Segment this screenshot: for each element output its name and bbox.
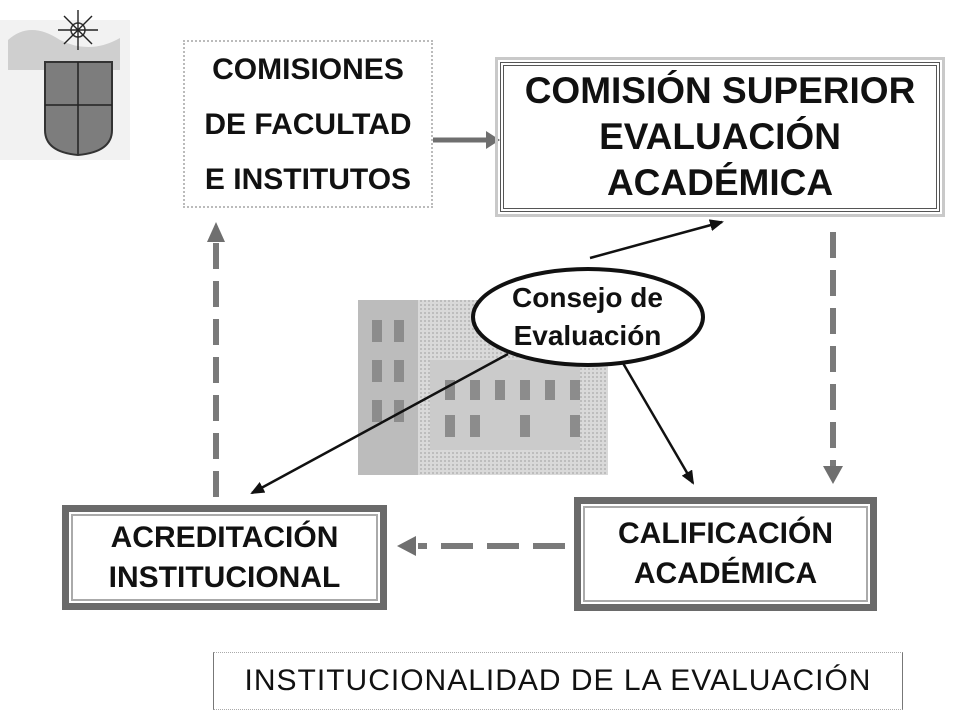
node-calificacion-line-2: ACADÉMICA <box>633 557 818 590</box>
node-consejo-evaluacion: Consejo de Evaluación <box>475 272 700 362</box>
node-comisiones-facultad: COMISIONES DE FACULTAD E INSTITUTOS <box>183 40 433 208</box>
arrow-superior-to-calificacion <box>823 232 843 484</box>
node-comisiones-line-1: COMISIONES <box>212 52 404 86</box>
node-consejo-line-2: Evaluación <box>513 320 662 351</box>
node-calificacion-line-1: CALIFICACIÓN <box>618 517 833 550</box>
arrow-acreditacion-to-comisiones <box>207 222 225 497</box>
footer-title: INSTITUCIONALIDAD DE LA EVALUACIÓN <box>213 652 903 710</box>
node-consejo-line-1: Consejo de <box>512 282 663 313</box>
node-superior-line-2: EVALUACIÓN <box>599 116 841 157</box>
node-acreditacion-line-1: ACREDITACIÓN <box>110 520 339 554</box>
footer-title-text: INSTITUCIONALIDAD DE LA EVALUACIÓN <box>244 664 872 697</box>
node-superior-line-3: ACADÉMICA <box>606 162 834 203</box>
university-coat-of-arms-icon <box>0 10 130 160</box>
node-acreditacion-line-2: INSTITUCIONAL <box>108 560 341 594</box>
arrow-consejo-to-calificacion <box>618 357 695 485</box>
node-comision-superior: COMISIÓN SUPERIOR EVALUACIÓN ACADÉMICA <box>495 57 945 217</box>
node-comisiones-line-2: DE FACULTAD <box>204 107 412 141</box>
arrow-comisiones-to-superior <box>430 131 500 149</box>
node-calificacion-academica: CALIFICACIÓN ACADÉMICA <box>574 497 877 611</box>
arrow-consejo-to-acreditacion <box>250 352 509 495</box>
node-comisiones-line-3: E INSTITUTOS <box>204 162 412 196</box>
node-acreditacion-institucional: ACREDITACIÓN INSTITUCIONAL <box>62 505 387 610</box>
node-superior-line-1: COMISIÓN SUPERIOR <box>524 70 916 111</box>
consejo-ellipse <box>471 267 705 367</box>
arrow-calificacion-to-acreditacion <box>397 536 565 556</box>
arrow-consejo-to-superior <box>589 219 724 260</box>
